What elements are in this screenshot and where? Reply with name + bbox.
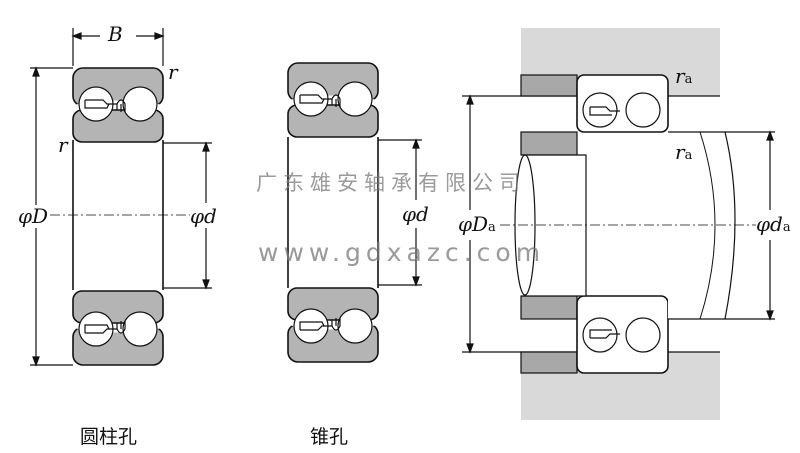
chamfer-label-left: r [58, 133, 68, 157]
fillet-radius-label-shaft: ra [675, 142, 692, 162]
caption-tapered-bore: 锥孔 [310, 426, 349, 448]
watermark-website: www.gdxazc.com [258, 238, 546, 267]
housing-shoulder-diameter-label: φDa [458, 214, 496, 234]
width-label: B [108, 22, 123, 46]
outer-diameter-label: φD [18, 204, 49, 228]
shaft-shoulder-subscript: a [782, 220, 791, 235]
caption-cylindrical-bore: 圆柱孔 [80, 426, 138, 448]
fillet-radius-label-housing: ra [675, 66, 692, 86]
fillet-symbol: r [675, 64, 685, 88]
watermark-company: 广东雄安轴承有限公司 [256, 171, 526, 195]
housing-shoulder-symbol: φD [458, 212, 489, 236]
tapered-bore-diameter-label: φd [402, 202, 429, 226]
shaft-shoulder-diameter-label: φda [756, 214, 791, 234]
fillet-subscript: a [684, 72, 693, 87]
housing-shoulder-subscript: a [488, 220, 496, 235]
shaft-shoulder-symbol: φd [756, 212, 783, 236]
bore-diameter-label: φd [190, 204, 217, 228]
fillet-symbol: r [675, 140, 685, 164]
mounted-bearing [462, 28, 775, 420]
tapered-bore-bearing [287, 62, 422, 363]
chamfer-label-top: r [168, 60, 178, 84]
cylindrical-bore-bearing [30, 28, 212, 367]
fillet-subscript: a [684, 148, 693, 163]
